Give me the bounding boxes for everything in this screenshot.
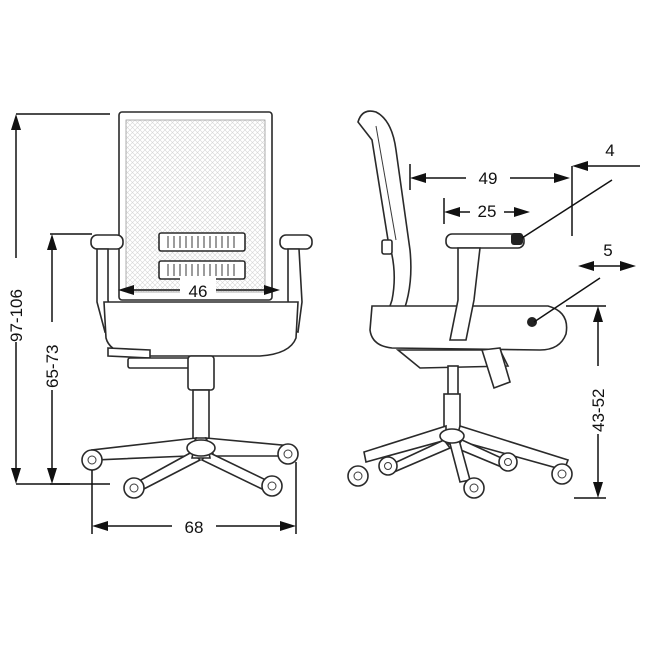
side-star-base xyxy=(363,424,570,483)
side-armrest xyxy=(445,233,525,341)
dim-total-height: 97-106 xyxy=(4,113,110,485)
dim-base-width: 68 xyxy=(91,462,297,538)
side-backrest xyxy=(357,110,412,339)
label-total-height: 97-106 xyxy=(7,289,26,342)
label-base-width: 68 xyxy=(185,518,204,537)
side-view-chair xyxy=(347,110,573,499)
label-armrest-height: 65-73 xyxy=(43,345,62,388)
label-seat-slide: 5 xyxy=(603,241,612,260)
dim-armrest-height: 65-73 xyxy=(40,233,92,485)
front-gas-cylinder xyxy=(187,355,215,391)
label-seat-height: 43-52 xyxy=(589,389,608,432)
front-casters xyxy=(81,443,299,499)
dim-seat-width: 46 xyxy=(118,276,280,301)
front-seat xyxy=(103,301,299,357)
front-view-chair xyxy=(81,111,313,499)
side-mechanism xyxy=(395,349,510,369)
label-depth: 49 xyxy=(479,169,498,188)
dim-seat-slide: 5 xyxy=(533,241,636,323)
label-seat-width: 46 xyxy=(189,282,208,301)
lumbar-support-upper xyxy=(158,232,246,252)
dim-seat-height: 43-52 xyxy=(566,305,610,499)
front-lever xyxy=(107,347,151,359)
dim-armrest-offset: 4 xyxy=(521,141,640,239)
armrest-knob xyxy=(511,233,523,245)
side-casters xyxy=(347,452,573,499)
label-armrest-slide: 25 xyxy=(478,202,497,221)
front-star-base xyxy=(91,437,293,493)
dim-armrest-slide: 25 xyxy=(443,198,530,224)
label-armrest-offset: 4 xyxy=(605,141,614,160)
seat-adjust-knob xyxy=(527,317,537,327)
side-lever xyxy=(480,347,511,390)
dim-depth: 49 xyxy=(409,164,570,190)
lumbar-support-lower xyxy=(158,260,246,280)
